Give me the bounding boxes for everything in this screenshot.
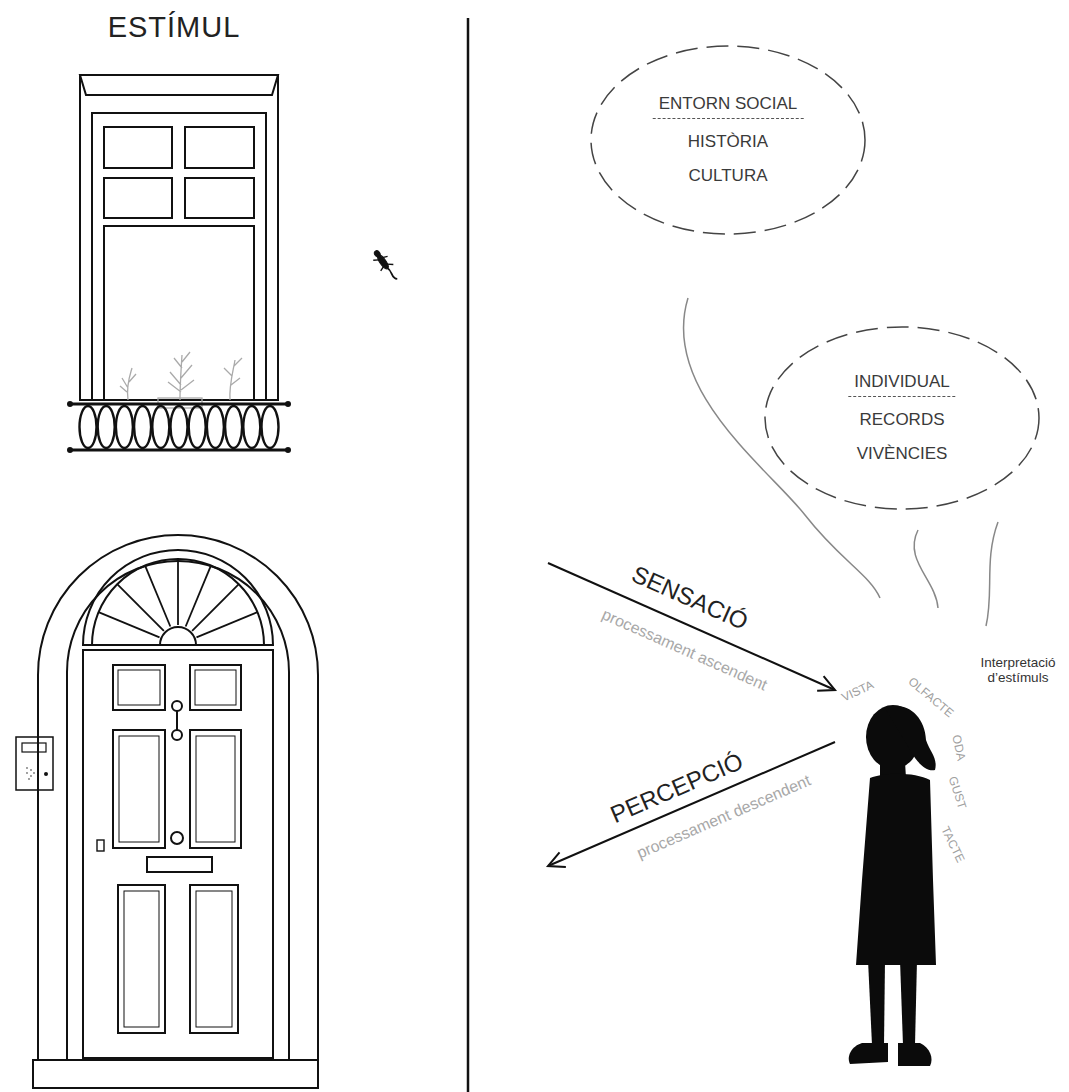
rail-loop [134, 406, 151, 448]
intercom-drawing [16, 737, 53, 790]
sense-label: GUST [944, 775, 967, 811]
ellipse-heading: INDIVIDUAL [848, 371, 955, 397]
arrow-line [548, 742, 835, 866]
rail-knob [67, 401, 73, 407]
arrow-head [817, 676, 835, 691]
rail-loop [207, 406, 224, 448]
rail-knob [67, 447, 73, 453]
fanlight-spoke [145, 566, 170, 627]
fanlight-spoke [196, 612, 257, 637]
rail-loop [171, 406, 188, 448]
rail-loop [80, 406, 97, 448]
rail-loop [116, 406, 133, 448]
rail-loop [225, 406, 242, 448]
door-drawing [33, 535, 318, 1088]
ellipse-item: VIVÈNCIES [851, 443, 954, 465]
arrow-head [548, 852, 566, 867]
fanlight-spoke [186, 566, 211, 627]
arrow-line [548, 563, 835, 690]
dashed-outline [591, 46, 865, 234]
rail-loop [152, 406, 169, 448]
dashed-outline [765, 327, 1039, 509]
dashed-ellipse: INDIVIDUAL RECORDS VIVÈNCIES [764, 326, 1040, 510]
ellipse-heading: ENTORN SOCIAL [653, 93, 804, 119]
fanlight-spoke [99, 612, 160, 637]
lizard-drawing [370, 247, 402, 284]
fanlight-spoke [117, 584, 164, 631]
fanlight-spokes [99, 559, 258, 637]
divider-line [467, 18, 470, 1092]
title: ESTÍMUL [108, 11, 241, 44]
window-railing [67, 401, 291, 453]
plants-drawing [120, 352, 242, 408]
note-text: Interpretació d’estímuls [962, 655, 1069, 686]
rail-loop [243, 406, 260, 448]
rail-knob [285, 447, 291, 453]
influence-lines [683, 298, 998, 626]
fanlight-spoke [177, 559, 179, 625]
ellipse-item: CULTURA [682, 165, 773, 187]
person-silhouette [849, 705, 936, 1066]
sense-label: VISTA [840, 679, 876, 706]
sense-label: TACTE [938, 825, 967, 866]
sense-label: ODA [949, 734, 968, 762]
fanlight-spoke [192, 584, 239, 631]
rail-loop [262, 406, 279, 448]
window-drawing [80, 75, 278, 400]
ellipse-item: RECORDS [853, 409, 950, 431]
rail-loop [98, 406, 115, 448]
ellipse-item: HISTÒRIA [682, 131, 774, 153]
rail-knob [285, 401, 291, 407]
dashed-ellipse: ENTORN SOCIAL HISTÒRIA CULTURA [590, 45, 866, 235]
rail-loop [189, 406, 206, 448]
